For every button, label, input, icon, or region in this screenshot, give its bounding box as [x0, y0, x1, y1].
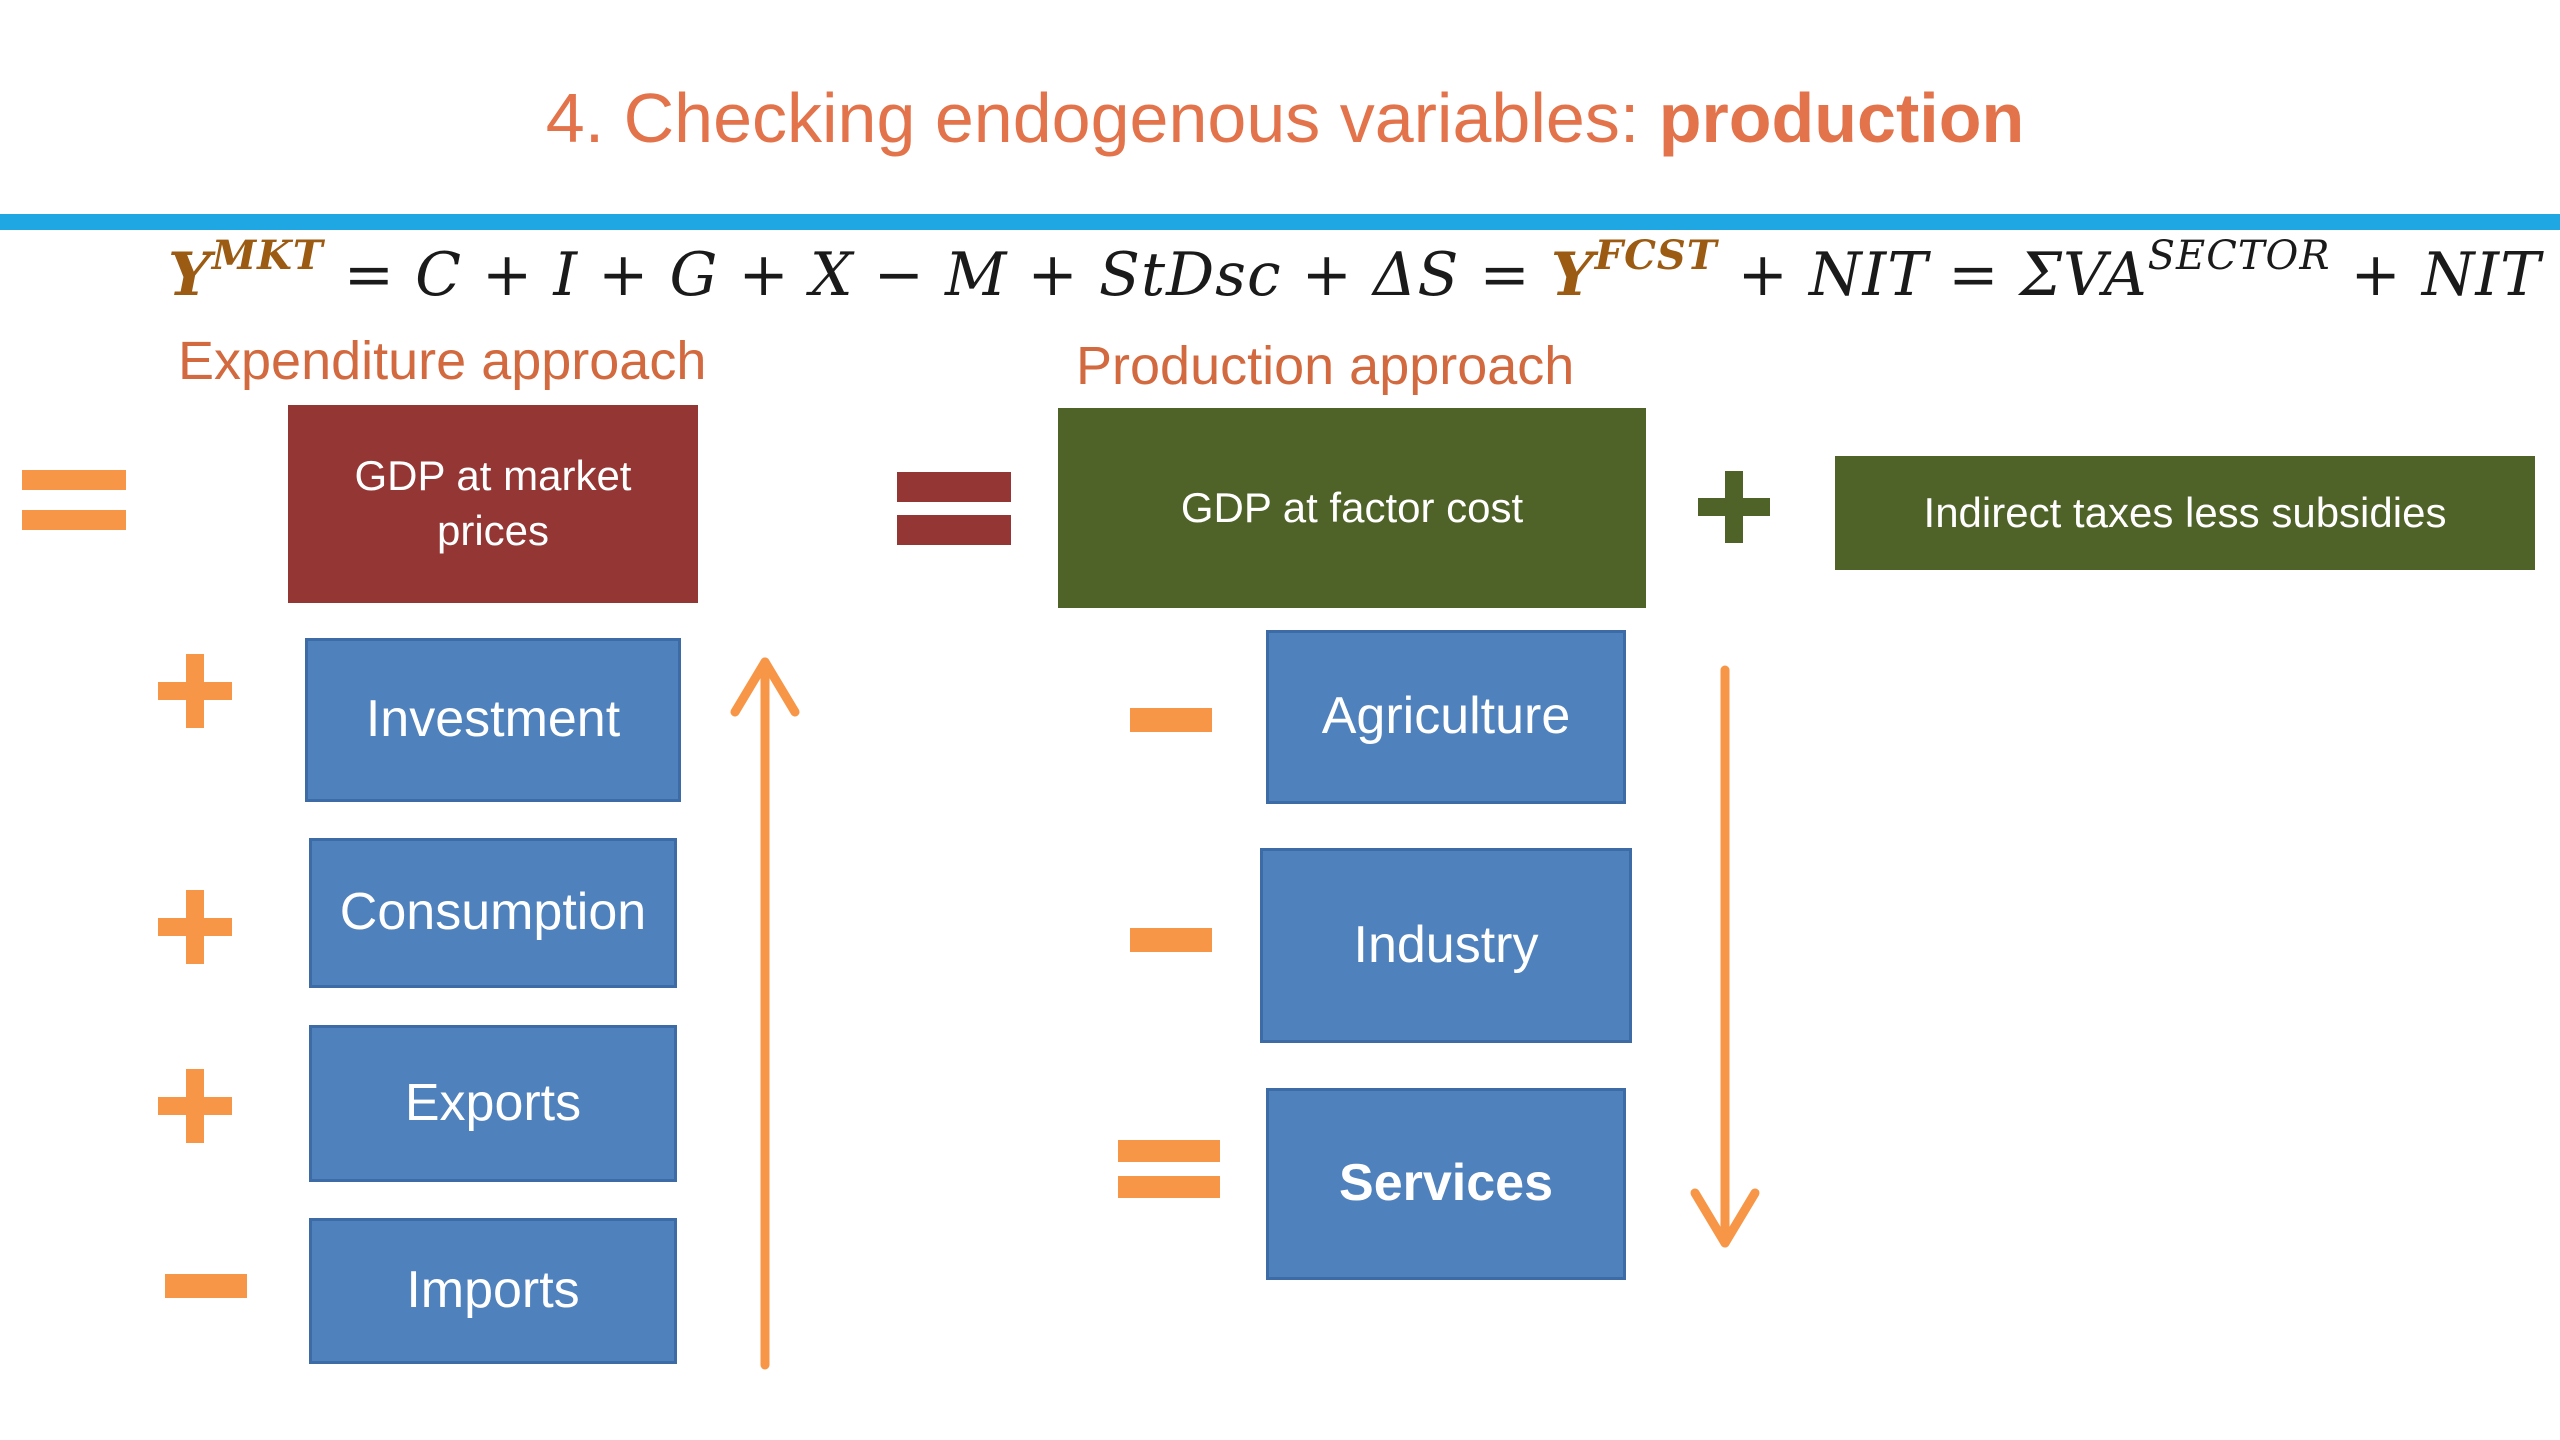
industry-box: Industry — [1260, 848, 1632, 1043]
plus-vertical-bar — [186, 1069, 204, 1143]
equals-bar-bottom — [1118, 1176, 1220, 1198]
title-emphasis: production — [1658, 79, 2025, 157]
middle-terms: + NIT = ΣVA — [1717, 240, 2148, 310]
equals-bar-top — [897, 472, 1011, 502]
gdp-identity-equation: YMKT = C + I + G + X − M + StDsc + ΔS = … — [168, 236, 2542, 311]
agriculture-box: Agriculture — [1266, 630, 1626, 804]
minus-bar — [1130, 928, 1212, 952]
arrow-down-icon — [1690, 665, 1760, 1248]
equals-bar-bottom — [22, 510, 126, 530]
plus-vertical-bar — [1725, 471, 1743, 543]
y-fcst-symbol: Y — [1550, 240, 1595, 310]
sector-superscript: SECTOR — [2147, 233, 2331, 279]
expenditure-terms: = C + I + G + X − M + StDsc + ΔS = — [323, 240, 1551, 310]
equals-bar-top — [1118, 1140, 1220, 1162]
expenditure-approach-label: Expenditure approach — [178, 331, 707, 391]
imports-box: Imports — [309, 1218, 677, 1364]
indirect-taxes-box: Indirect taxes less subsidies — [1835, 456, 2535, 570]
gdp-market-prices-box: GDP at market prices — [288, 405, 698, 603]
slide-title: 4. Checking endogenous variables: produc… — [0, 78, 2560, 158]
y-fcst-superscript: FCST — [1594, 232, 1718, 279]
title-prefix: 4. Checking endogenous variables: — [545, 79, 1659, 157]
production-approach-label: Production approach — [1076, 336, 1575, 396]
investment-box: Investment — [305, 638, 681, 802]
consumption-box: Consumption — [309, 838, 677, 988]
y-mkt-superscript: MKT — [211, 232, 324, 279]
gdp-factor-cost-box: GDP at factor cost — [1058, 408, 1646, 608]
plus-vertical-bar — [186, 890, 204, 964]
y-mkt-symbol: Y — [168, 240, 212, 310]
plus-vertical-bar — [186, 654, 204, 728]
arrow-up-icon — [730, 657, 800, 1370]
equals-bar-bottom — [897, 515, 1011, 545]
minus-bar — [1130, 708, 1212, 732]
equals-bar-top — [22, 470, 126, 490]
services-box: Services — [1266, 1088, 1626, 1280]
title-divider — [0, 214, 2560, 230]
exports-box: Exports — [309, 1025, 677, 1182]
minus-bar — [165, 1274, 247, 1298]
tail-terms: + NIT — [2330, 240, 2542, 310]
